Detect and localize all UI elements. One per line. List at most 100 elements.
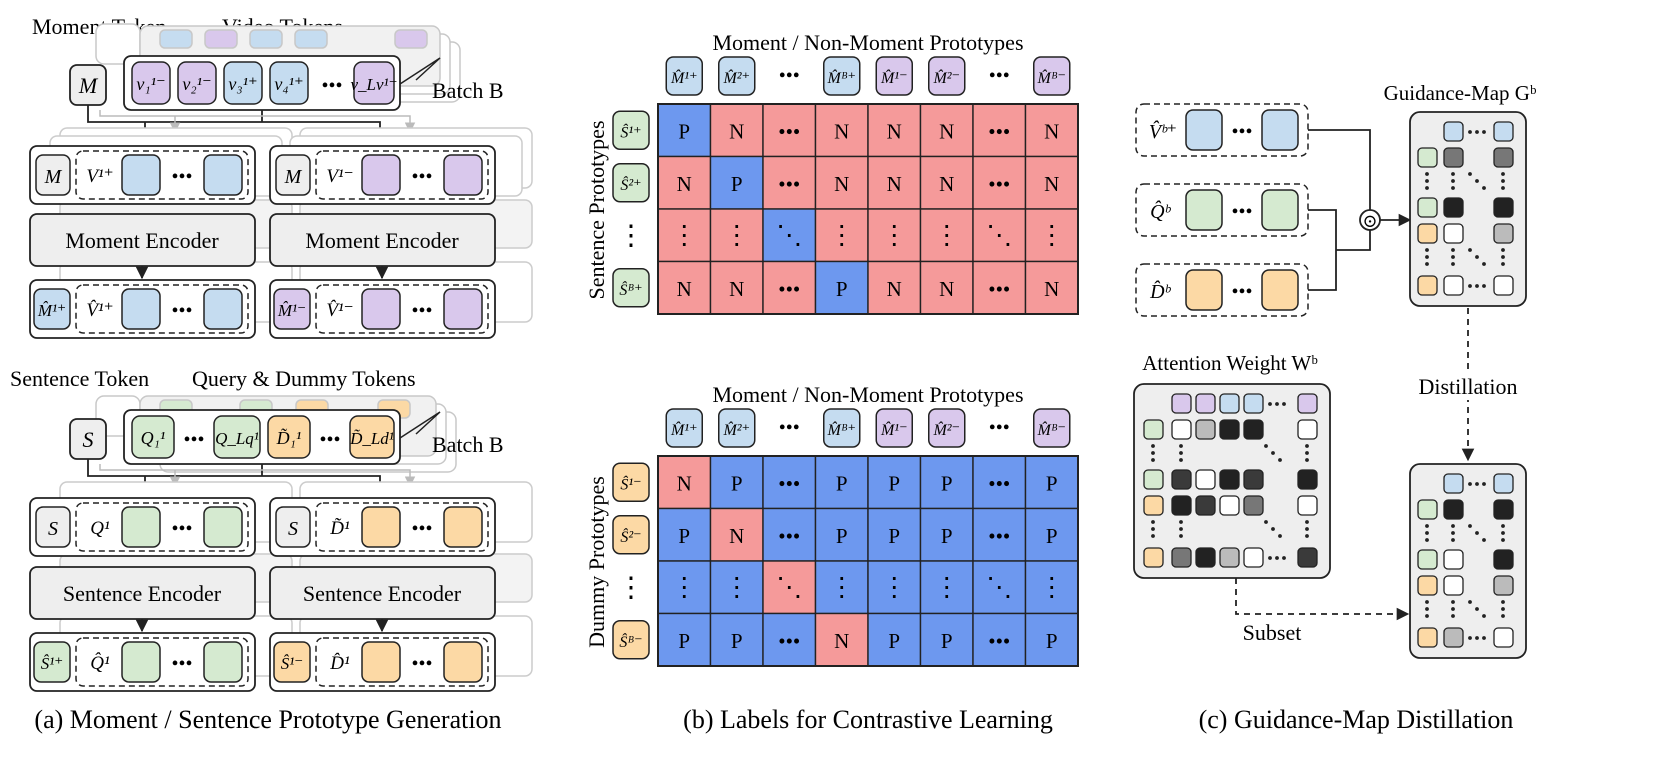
panel-b-contrastive-labels: Moment / Non-Moment Prototypes Moment / … (584, 30, 1079, 734)
svg-text:•••: ••• (171, 166, 192, 188)
label-cell (814, 507, 869, 562)
batch-label-2: Batch B (432, 432, 504, 457)
vdot (1501, 255, 1505, 259)
moment-token-text: M (78, 73, 99, 98)
label-cell (919, 560, 974, 615)
svg-text:v₄¹⁺: v₄¹⁺ (274, 74, 303, 94)
label-cell-text: ⋱ (776, 572, 802, 601)
svg-text:D̂ᵇ: D̂ᵇ (1149, 280, 1171, 303)
column-prototype-label: M̂ᴮ⁺ (827, 68, 856, 87)
sentence-prototype-neg (273, 641, 311, 683)
sentence-prototype-pos (33, 641, 71, 683)
label-cell (762, 612, 817, 667)
vdot (1501, 262, 1505, 266)
vdot (1501, 531, 1505, 535)
vdot (1151, 520, 1155, 524)
vdot (1501, 607, 1505, 611)
vdot (1451, 538, 1455, 542)
column-prototype-label: M̂ᴮ⁺ (827, 420, 856, 439)
map-cell (1143, 469, 1164, 490)
svg-text:Q¹: Q¹ (90, 518, 110, 539)
svg-text:S: S (83, 427, 94, 452)
label-cell (867, 208, 922, 263)
vdot (1425, 172, 1429, 176)
svg-text:D̃_Ld¹: D̃_Ld¹ (349, 429, 394, 448)
label-cell (972, 208, 1027, 263)
label-cell-text: P (731, 172, 743, 196)
label-cell (657, 103, 712, 158)
label-cell-text: P (941, 524, 953, 548)
row-prototype (612, 163, 650, 203)
svg-text:V¹⁺: V¹⁺ (86, 166, 113, 187)
ddot (1482, 262, 1486, 266)
hdot (1468, 284, 1472, 288)
map-cell (1417, 223, 1438, 244)
map-cell (1143, 547, 1164, 568)
ddot (1482, 614, 1486, 618)
svg-text:V̂¹⁻: V̂¹⁻ (326, 300, 353, 321)
column-prototype (823, 56, 861, 96)
vdot (1179, 534, 1183, 538)
video-token-last (353, 61, 395, 105)
caption-b: (b) Labels for Contrastive Learning (683, 705, 1053, 734)
label-cell-text: N (887, 277, 902, 301)
map-cell (1493, 575, 1514, 596)
label-cell (657, 507, 712, 562)
vdot (1451, 262, 1455, 266)
ddot (1278, 458, 1282, 462)
svg-text:D̃₁¹: D̃₁¹ (276, 428, 302, 448)
label-cell-text: ••• (988, 172, 1010, 196)
label-cell-text: P (941, 629, 953, 653)
vdot (1179, 444, 1183, 448)
label-cell-text: ••• (778, 629, 800, 653)
vdot (1179, 458, 1183, 462)
label-cell (972, 507, 1027, 562)
svg-text:D̂¹: D̂¹ (329, 653, 350, 674)
label-cell-text: ⋱ (776, 220, 802, 249)
map-cell (1143, 419, 1164, 440)
query-token-1 (131, 415, 175, 459)
hdot (1482, 636, 1486, 640)
v-feature-group (1135, 103, 1309, 157)
svg-text:M̂¹⁻: M̂¹⁻ (277, 301, 306, 320)
column-prototype-label: M̂¹⁻ (880, 420, 908, 439)
map-cell (1243, 393, 1264, 414)
ddot (1264, 520, 1268, 524)
map-cell (1493, 121, 1514, 142)
moment-token-pos (35, 154, 71, 196)
label-cell-text: ••• (778, 524, 800, 548)
label-cell-text: P (678, 119, 690, 143)
vdot (1425, 614, 1429, 618)
map-cell (1443, 223, 1464, 244)
label-cell (972, 260, 1027, 315)
label-cell-text: P (1046, 629, 1058, 653)
label-cell-text: P (836, 277, 848, 301)
label-cell (867, 103, 922, 158)
svg-text:•••: ••• (171, 300, 192, 322)
label-cell-text: ⋮ (881, 220, 907, 249)
label-cell-text: P (836, 471, 848, 495)
map-cell (1493, 627, 1514, 648)
svg-text:Sentence Encoder: Sentence Encoder (63, 581, 222, 606)
vdot (1305, 451, 1309, 455)
label-cell (919, 612, 974, 667)
panel-c-guidance-distillation: V̂ᵇ⁺ ••• Q̂ᵇ ••• D̂ᵇ ••• ⊙ Guidance-Map … (1133, 81, 1537, 734)
vdot (1501, 600, 1505, 604)
map-cell (1171, 393, 1192, 414)
label-cell-text: N (677, 471, 692, 495)
map-cell (1171, 547, 1192, 568)
map-cell (1243, 495, 1264, 516)
label-grid-top: M̂¹⁺M̂²⁺•••M̂ᴮ⁺M̂¹⁻M̂²⁻•••M̂ᴮ⁻Ŝ¹⁺Ŝ²⁺⋮Ŝᴮ⁺… (612, 56, 1079, 315)
svg-text:•••: ••• (411, 653, 432, 675)
map-cell (1417, 197, 1438, 218)
column-prototype-label: M̂²⁺ (722, 420, 750, 439)
label-cell (709, 260, 764, 315)
ddot (1468, 524, 1472, 528)
row-prototype-label: Ŝᴮ⁺ (619, 280, 642, 299)
label-cell-text: ⋮ (1039, 220, 1065, 249)
ddot (1468, 172, 1472, 176)
map-cell (1243, 419, 1264, 440)
column-prototype (1033, 56, 1071, 96)
grid-border (657, 103, 1079, 315)
svg-text:Moment Encoder: Moment Encoder (305, 228, 459, 253)
